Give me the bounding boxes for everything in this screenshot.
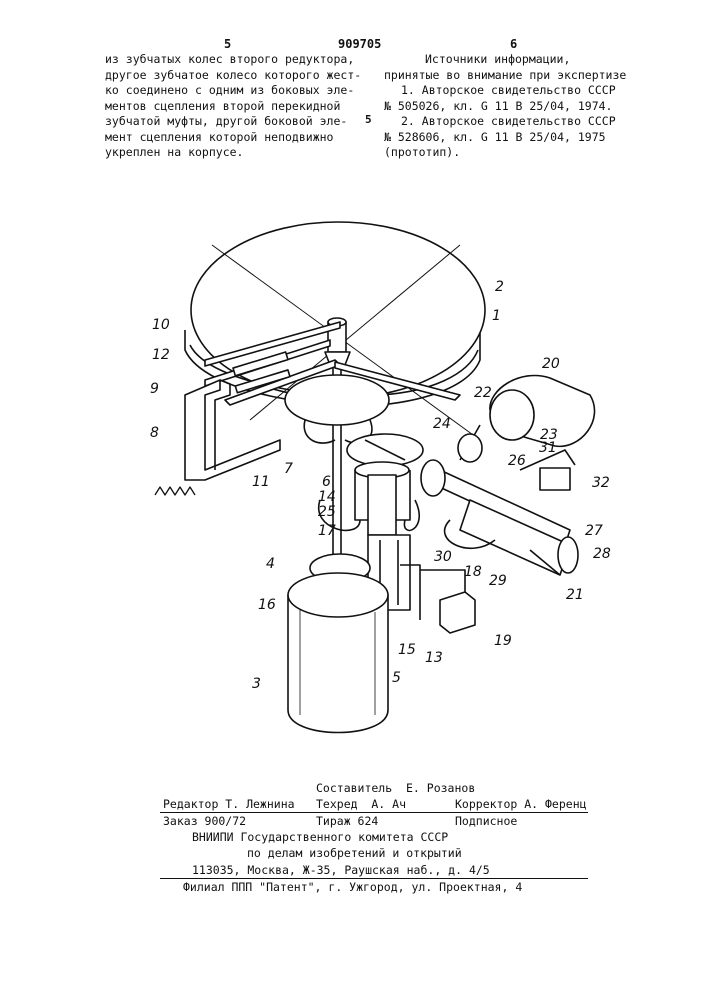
label-24: 24 xyxy=(433,416,451,432)
tech-editor: Техред А. Ач xyxy=(316,797,406,811)
label-18: 18 xyxy=(464,564,482,580)
label-9: 9 xyxy=(150,381,159,397)
organization: ВНИИПИ Государственного комитета СССР xyxy=(192,830,448,844)
compiler: Составитель Е. Розанов xyxy=(316,781,475,795)
editor: Редактор Т. Лежнина xyxy=(163,797,295,811)
label-4: 4 xyxy=(266,556,275,572)
organization-sub: по делам изобретений и открытий xyxy=(247,846,462,860)
divider xyxy=(160,878,588,879)
print-run: Тираж 624 xyxy=(316,814,378,828)
label-16: 16 xyxy=(258,597,276,613)
label-14: 14 xyxy=(318,489,336,505)
label-21: 21 xyxy=(566,587,584,603)
label-2: 2 xyxy=(495,279,504,295)
address: 113035, Москва, Ж-35, Раушская наб., д. … xyxy=(192,863,490,877)
label-32: 32 xyxy=(592,475,610,491)
label-30: 30 xyxy=(434,549,452,565)
label-23: 23 xyxy=(540,427,558,443)
branch-address: Филиал ППП "Патент", г. Ужгород, ул. Про… xyxy=(183,880,522,894)
label-6: 6 xyxy=(322,474,331,490)
corrector: Корректор А. Ференц xyxy=(455,797,587,811)
subscription: Подписное xyxy=(455,814,517,828)
label-3: 3 xyxy=(252,676,261,692)
divider xyxy=(160,812,588,813)
label-29: 29 xyxy=(489,573,507,589)
label-11: 11 xyxy=(252,474,270,490)
label-10: 10 xyxy=(152,317,170,333)
label-7: 7 xyxy=(284,461,293,477)
label-22: 22 xyxy=(474,385,492,401)
label-17: 17 xyxy=(318,523,336,539)
label-20: 20 xyxy=(542,356,560,372)
label-27: 27 xyxy=(585,523,603,539)
label-15: 15 xyxy=(398,642,416,658)
label-28: 28 xyxy=(593,546,611,562)
label-5: 5 xyxy=(392,670,401,686)
label-1: 1 xyxy=(492,308,501,324)
label-13: 13 xyxy=(425,650,443,666)
label-19: 19 xyxy=(494,633,512,649)
label-25: 25 xyxy=(318,504,336,520)
order-number: Заказ 900/72 xyxy=(163,814,246,828)
label-26: 26 xyxy=(508,453,526,469)
label-12: 12 xyxy=(152,347,170,363)
label-8: 8 xyxy=(150,425,159,441)
